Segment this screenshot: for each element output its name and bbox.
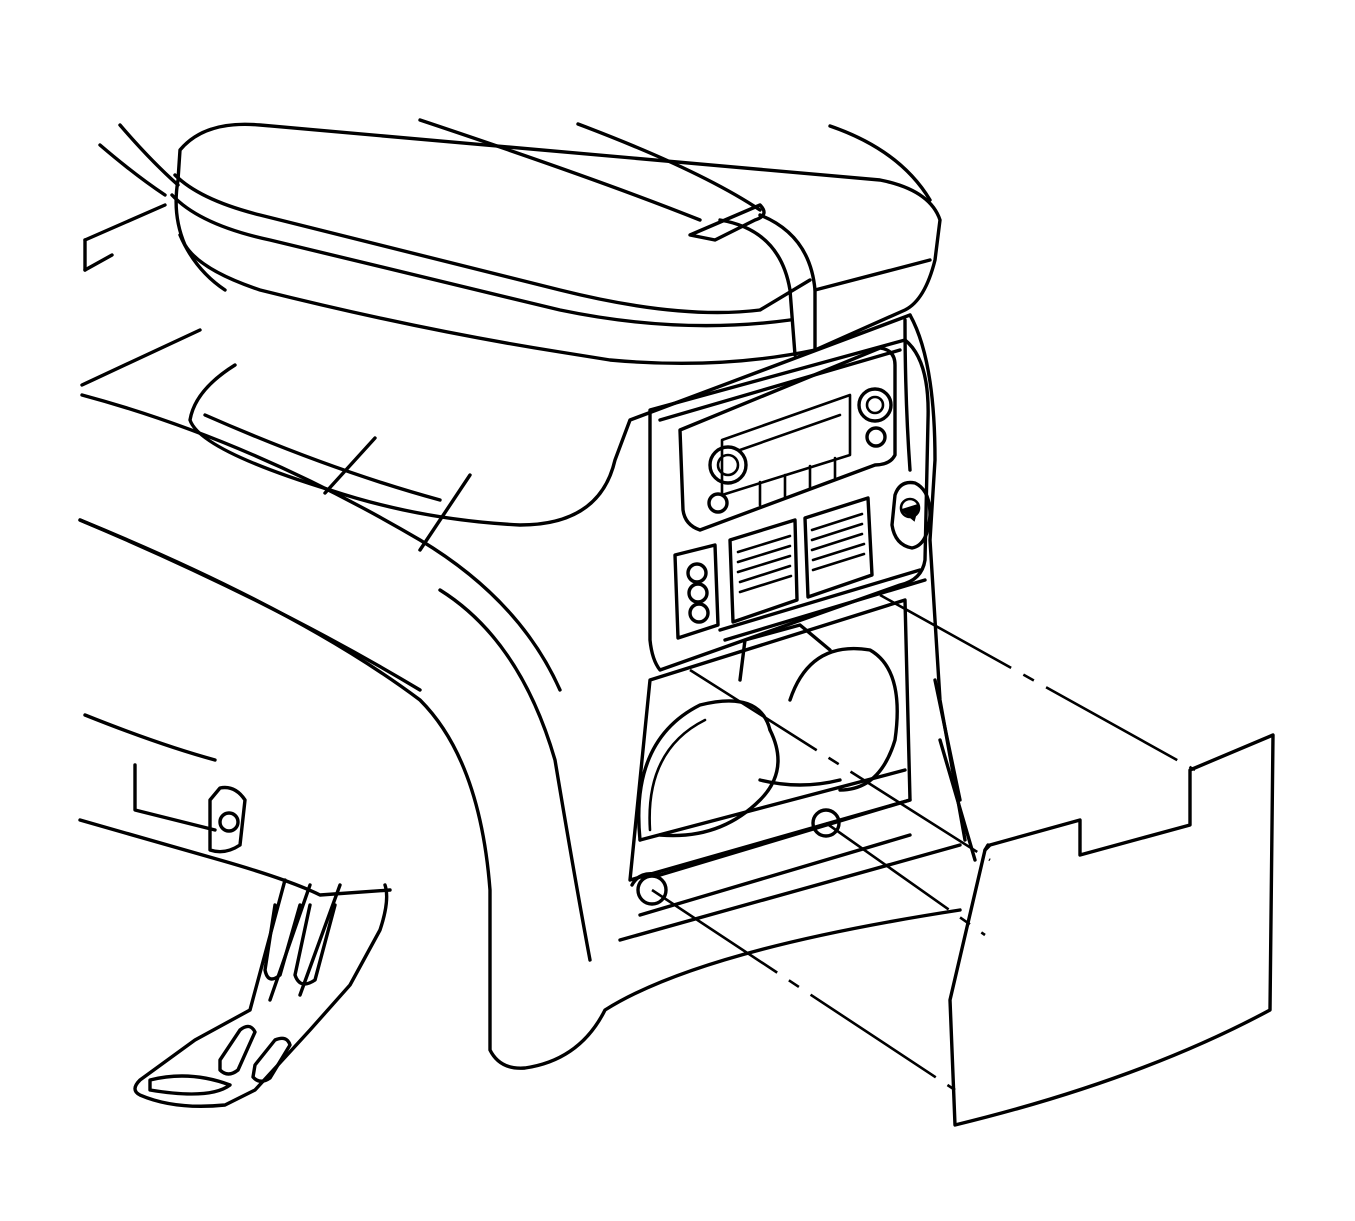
pivot-pin-icon: [636, 874, 668, 906]
storage-tray: [948, 733, 1275, 1127]
power-outlet-icon: [890, 480, 932, 550]
radio-knob-right-icon: [857, 387, 893, 423]
background-lines: [78, 118, 932, 692]
rear-air-vent-left: [728, 518, 799, 624]
rear-control-panel: [648, 338, 932, 672]
rear-radio-control-panel: [678, 346, 897, 532]
armrest-lid: [170, 122, 942, 366]
pivot-pin-icon: [811, 808, 841, 838]
radio-button-icon: [707, 492, 729, 514]
rear-air-vent-right: [803, 496, 874, 599]
radio-knob-left-icon: [708, 445, 748, 485]
rear-control-buttons: [673, 543, 720, 640]
floor-console-body: [78, 313, 977, 1070]
mounting-bracket: [78, 713, 392, 1108]
exploded-view-alignment-lines: [651, 593, 1196, 1092]
radio-preset-buttons: [758, 456, 837, 507]
rear-cupholders: [618, 598, 962, 942]
radio-button-icon: [865, 426, 887, 448]
bracket-slot-icon: [148, 1024, 292, 1096]
